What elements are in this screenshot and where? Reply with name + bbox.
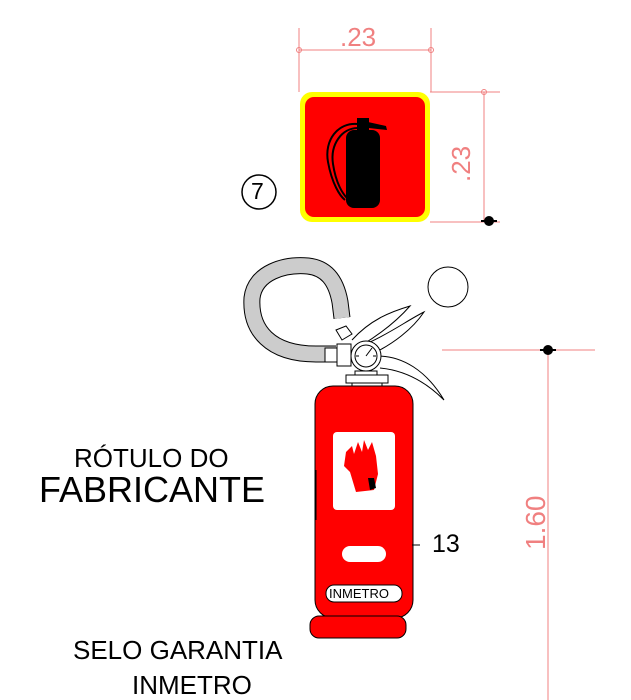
fire-hand-icon <box>344 440 378 492</box>
sign-height-endpoint-marker <box>481 216 497 226</box>
sign-height-label: .23 <box>446 145 476 182</box>
extinguisher-height-label: 1.60 <box>520 495 551 551</box>
inmetro-badge-label: INMETRO <box>329 586 389 601</box>
seal-label-line1: SELO GARANTIA <box>73 635 283 665</box>
inmetro-badge <box>325 584 403 603</box>
callout-circle <box>241 174 277 210</box>
callout-number: 7 <box>251 178 264 204</box>
extinguisher-height-dimension <box>442 349 595 700</box>
height-endpoint-marker <box>540 345 556 355</box>
empty-callout-circle <box>427 266 469 308</box>
valve-assembly <box>324 305 445 401</box>
extinguisher-base <box>309 615 407 639</box>
manufacturer-label-line1: RÓTULO DO <box>74 443 229 473</box>
sign-width-label: .23 <box>340 22 377 52</box>
sign-width-dimension <box>296 28 434 92</box>
sign-height-dimension <box>430 89 500 223</box>
side-number: 13 <box>432 530 460 558</box>
seal-label-line2: INMETRO <box>132 670 252 700</box>
hose <box>243 257 351 363</box>
slot <box>342 546 386 562</box>
manufacturer-label-line2: FABRICANTE <box>39 469 266 510</box>
fire-extinguisher-icon <box>326 118 387 208</box>
